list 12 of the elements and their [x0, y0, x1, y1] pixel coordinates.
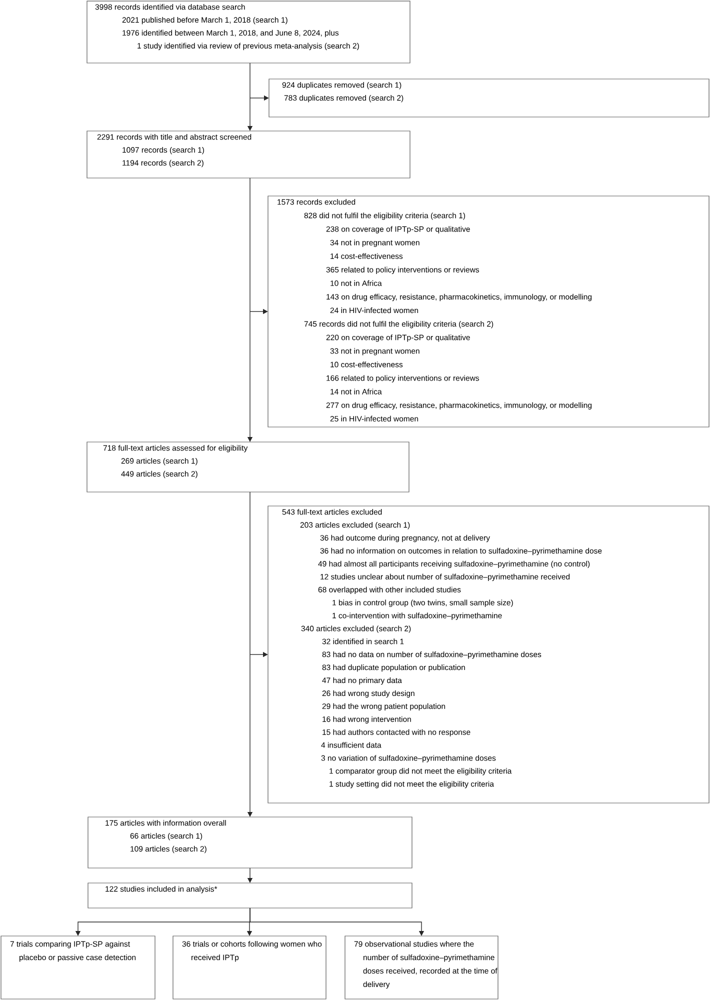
flow-box	[86, 130, 410, 178]
flow-box	[86, 0, 410, 64]
arrow	[250, 908, 424, 936]
flow-box	[268, 78, 710, 118]
flow-box	[268, 506, 710, 804]
flow-box	[88, 882, 412, 908]
flow-box	[268, 196, 710, 428]
flow-box	[0, 936, 156, 1000]
flow-box	[86, 442, 410, 492]
flow-box	[88, 816, 412, 868]
flow-box	[344, 936, 498, 1000]
flow-box	[172, 936, 326, 1000]
